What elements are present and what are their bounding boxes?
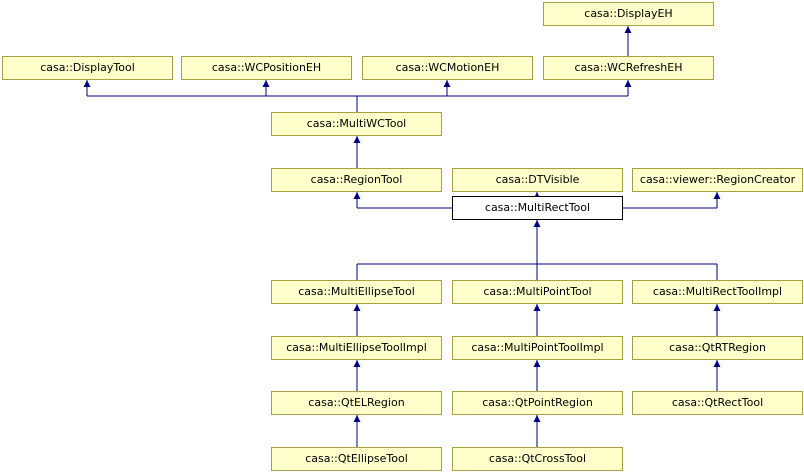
node-wc-refresh-eh[interactable]: casa::WCRefreshEH <box>543 56 714 80</box>
node-qt-point-region[interactable]: casa::QtPointRegion <box>452 391 623 415</box>
edge-multiwctool-bus <box>87 95 628 112</box>
node-region-creator[interactable]: casa::viewer::RegionCreator <box>632 168 803 192</box>
node-dt-visible[interactable]: casa::DTVisible <box>452 168 623 192</box>
edge-level5-bus <box>356 263 718 280</box>
node-multi-point-tool-impl[interactable]: casa::MultiPointToolImpl <box>452 336 623 360</box>
node-qt-ellipse-tool[interactable]: casa::QtEllipseTool <box>271 447 442 471</box>
node-wc-position-eh[interactable]: casa::WCPositionEH <box>181 56 352 80</box>
node-qt-rect-tool[interactable]: casa::QtRectTool <box>632 391 803 415</box>
node-qt-el-region[interactable]: casa::QtELRegion <box>271 391 442 415</box>
node-multi-point-tool[interactable]: casa::MultiPointTool <box>452 280 623 304</box>
node-multi-ellipse-tool-impl[interactable]: casa::MultiEllipseToolImpl <box>271 336 442 360</box>
node-qt-cross-tool[interactable]: casa::QtCrossTool <box>452 447 623 471</box>
node-qt-rt-region[interactable]: casa::QtRTRegion <box>632 336 803 360</box>
node-display-tool[interactable]: casa::DisplayTool <box>2 56 173 80</box>
node-multi-ellipse-tool[interactable]: casa::MultiEllipseTool <box>271 280 442 304</box>
node-multi-wc-tool[interactable]: casa::MultiWCTool <box>271 112 442 136</box>
node-multi-rect-tool: casa::MultiRectTool <box>452 196 623 220</box>
node-wc-motion-eh[interactable]: casa::WCMotionEH <box>362 56 533 80</box>
node-multi-rect-tool-impl[interactable]: casa::MultiRectToolImpl <box>632 280 803 304</box>
node-display-eh[interactable]: casa::DisplayEH <box>543 2 714 26</box>
node-region-tool[interactable]: casa::RegionTool <box>271 168 442 192</box>
